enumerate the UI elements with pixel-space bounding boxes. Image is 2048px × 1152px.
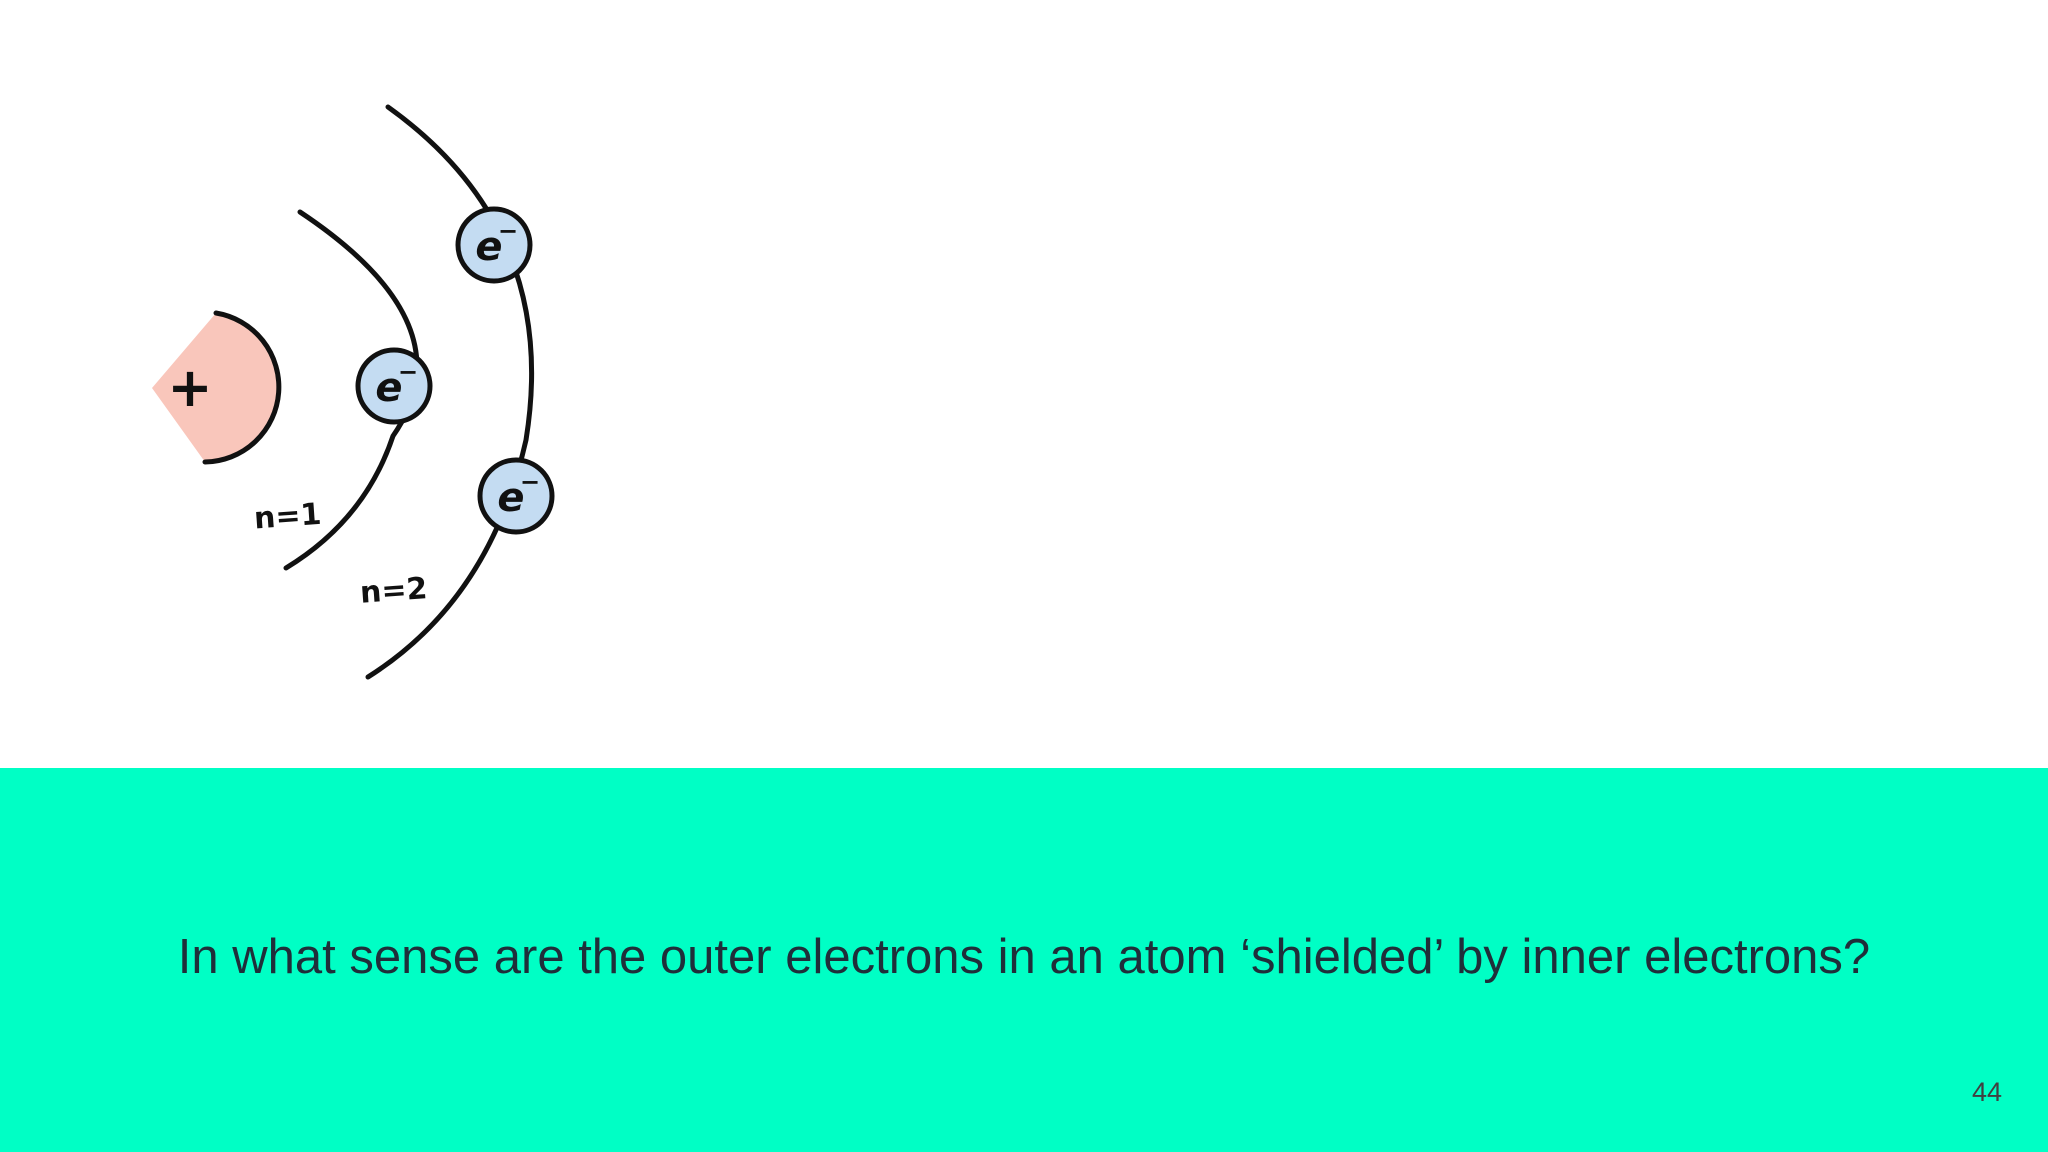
nucleus-plus-sign: +: [167, 356, 212, 419]
electron-n2-top: e −: [455, 206, 533, 284]
electron-n2-bottom: e −: [477, 457, 555, 535]
nucleus-shape: [152, 313, 279, 462]
page-number: 44: [1971, 1077, 2002, 1107]
nucleus-outline: [202, 310, 282, 465]
electron-symbol: e: [497, 475, 524, 521]
electron-charge: −: [398, 358, 418, 386]
electron-symbol: e: [475, 224, 502, 270]
shell-label-n2: n=2: [359, 571, 429, 611]
electron-circle: [477, 457, 555, 535]
shell-n2-arc: [365, 104, 535, 680]
electron-charge: −: [520, 468, 540, 496]
question-text: In what sense are the outer electrons in…: [177, 930, 1871, 984]
electron-n1: e −: [355, 347, 433, 425]
question-band: In what sense are the outer electrons in…: [0, 768, 2048, 1152]
atom-shielding-diagram: + e − e − e − n=1 n=2: [152, 104, 555, 680]
shell-label-n1: n=1: [253, 497, 323, 537]
electron-circle: [355, 347, 433, 425]
nucleus: +: [152, 310, 282, 465]
electron-symbol: e: [375, 365, 402, 411]
electron-charge: −: [498, 217, 518, 245]
electron-circle: [455, 206, 533, 284]
